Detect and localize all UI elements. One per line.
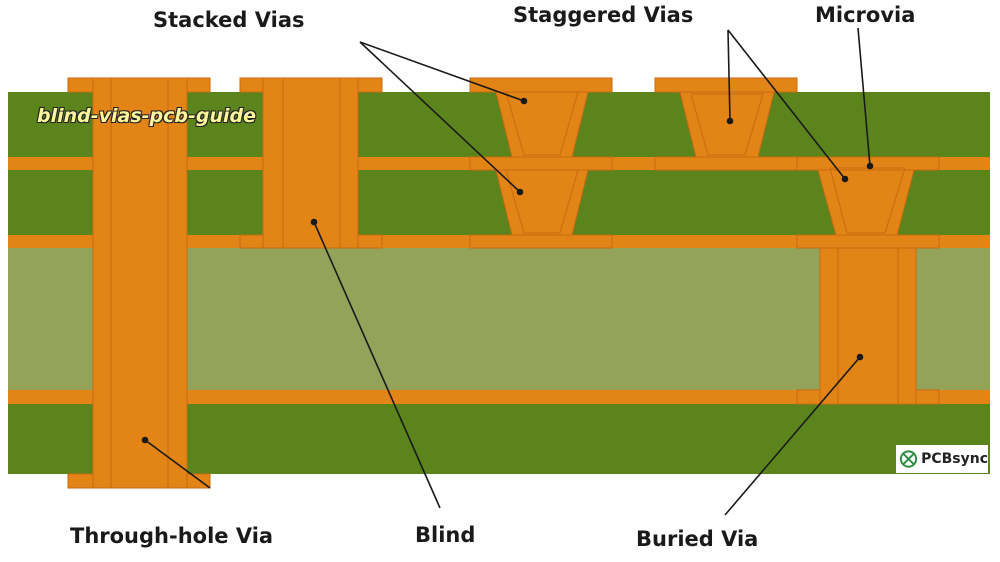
logo-icon (899, 450, 918, 468)
label-staggered-vias: Staggered Vias (513, 3, 694, 27)
stacked-vias (469, 77, 613, 249)
leader-lines (141, 27, 874, 516)
buried-via (796, 247, 940, 405)
label-blind: Blind (415, 523, 476, 547)
through-hole-via (67, 77, 211, 489)
label-buried-via: Buried Via (636, 527, 759, 551)
staggered-via (654, 77, 798, 171)
copper-layer-4 (8, 390, 990, 404)
logo-text: PCBsync (921, 451, 988, 467)
watermark-text: blind-vias-pcb-guide (37, 105, 257, 127)
label-stacked-vias: Stacked Vias (153, 8, 305, 32)
pcbsync-logo: PCBsync (896, 445, 988, 473)
blind-via (239, 77, 383, 249)
microvia (796, 156, 940, 249)
label-through-hole-via: Through-hole Via (70, 524, 274, 548)
label-microvia: Microvia (815, 3, 916, 27)
